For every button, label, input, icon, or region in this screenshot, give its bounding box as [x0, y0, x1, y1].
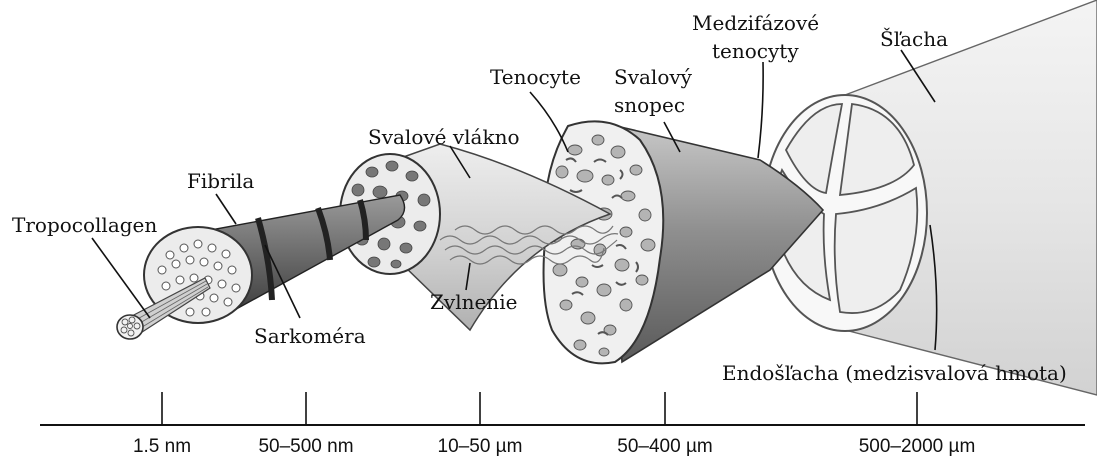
label-tenocyte: Tenocyte — [490, 65, 581, 89]
label-medzifazove-line1: Medzifázové — [692, 11, 819, 35]
scale-tick-label: 50–400 µm — [617, 436, 712, 457]
scale-tick-label: 50–500 nm — [258, 436, 353, 457]
label-svalovy-snopec-line1: Svalový — [614, 65, 693, 89]
scale-tick-label: 500–2000 µm — [859, 436, 976, 457]
label-endoslacha: Endošľacha (medzisvalová hmota) — [722, 361, 1067, 385]
scale-tick-label: 10–50 µm — [438, 436, 523, 457]
scale-axis: 1.5 nm 50–500 nm 10–50 µm 50–400 µm 500–… — [40, 392, 1085, 457]
scale-tick-label: 1.5 nm — [133, 436, 191, 457]
tendon — [763, 0, 1097, 395]
label-tropocollagen: Tropocollagen — [12, 213, 157, 237]
label-fibrila: Fibrila — [187, 169, 254, 193]
label-svalove-vlakno: Svalové vlákno — [368, 125, 520, 149]
label-slacha: Šľacha — [880, 26, 948, 51]
label-sarkomera: Sarkoméra — [254, 324, 366, 348]
label-medzifazove-line2: tenocyty — [712, 39, 799, 63]
label-zvlnenie: Zvlnenie — [430, 290, 517, 314]
label-svalovy-snopec-line2: snopec — [614, 93, 685, 117]
